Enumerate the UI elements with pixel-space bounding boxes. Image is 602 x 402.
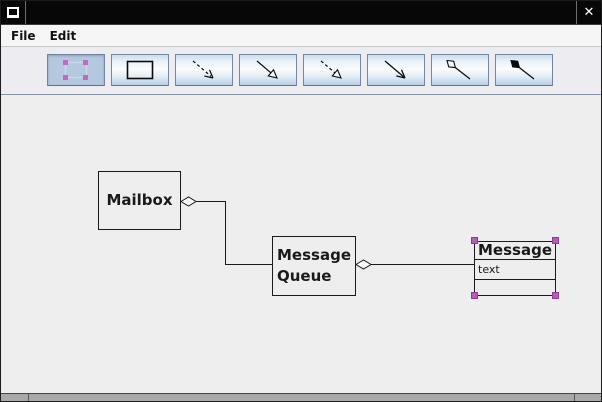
connector-layer xyxy=(180,196,474,270)
rectangle-tool-icon xyxy=(126,60,154,80)
selection-handle-bottom-left[interactable] xyxy=(471,292,478,299)
filled-diamond-icon xyxy=(510,59,535,80)
resize-bar-track[interactable] xyxy=(29,394,574,401)
close-icon: ✕ xyxy=(583,5,595,20)
dashed-triangle-arrow-tool-button[interactable] xyxy=(303,54,361,86)
dashed-arrow-icon xyxy=(192,60,214,79)
dashed-triangle-arrow-icon xyxy=(320,60,342,79)
message-queue-node[interactable]: Message Queue xyxy=(272,236,356,296)
composition-diamond-tool-button[interactable] xyxy=(495,54,553,86)
arrow-icon xyxy=(384,60,406,79)
titlebar: ✕ xyxy=(1,1,601,25)
message-class-title: Message xyxy=(475,242,555,260)
bottom-resize-bar[interactable] xyxy=(1,393,601,401)
triangle-arrow-tool-button[interactable] xyxy=(239,54,297,86)
system-menu-button[interactable] xyxy=(1,1,26,24)
selection-tool-icon xyxy=(63,60,88,80)
mailbox-label: Mailbox xyxy=(106,191,173,209)
selection-tool-button[interactable] xyxy=(47,54,105,86)
mailbox-node[interactable]: Mailbox xyxy=(98,171,181,230)
menu-item-edit[interactable]: Edit xyxy=(49,28,77,43)
message-class-node[interactable]: Message text xyxy=(474,241,556,296)
arrow-tool-button[interactable] xyxy=(367,54,425,86)
aggregation-connector-mailbox-to-queue[interactable] xyxy=(180,196,272,265)
message-queue-label: Message Queue xyxy=(277,246,351,285)
menu-item-file[interactable]: File xyxy=(11,28,36,43)
resize-grip-right[interactable] xyxy=(574,394,601,401)
triangle-arrow-icon xyxy=(256,60,278,79)
aggregation-diamond-tool-button[interactable] xyxy=(431,54,489,86)
aggregation-connector-queue-to-message[interactable] xyxy=(355,259,474,270)
message-class-attribute: text xyxy=(475,260,555,280)
dashed-arrow-tool-button[interactable] xyxy=(175,54,233,86)
open-diamond-icon xyxy=(446,59,471,80)
menubar: File Edit xyxy=(1,25,601,47)
selection-handle-top-right[interactable] xyxy=(552,237,559,244)
drawing-canvas[interactable]: Mailbox Message Queue Message text xyxy=(1,95,601,393)
toolbar xyxy=(1,47,601,95)
window-icon xyxy=(7,7,19,18)
resize-grip-left[interactable] xyxy=(1,394,29,401)
rectangle-tool-button[interactable] xyxy=(111,54,169,86)
selection-handle-top-left[interactable] xyxy=(471,237,478,244)
message-class-empty-compartment xyxy=(475,280,555,295)
selection-handle-bottom-right[interactable] xyxy=(552,292,559,299)
close-button[interactable]: ✕ xyxy=(576,1,601,24)
window-title[interactable] xyxy=(26,1,576,24)
